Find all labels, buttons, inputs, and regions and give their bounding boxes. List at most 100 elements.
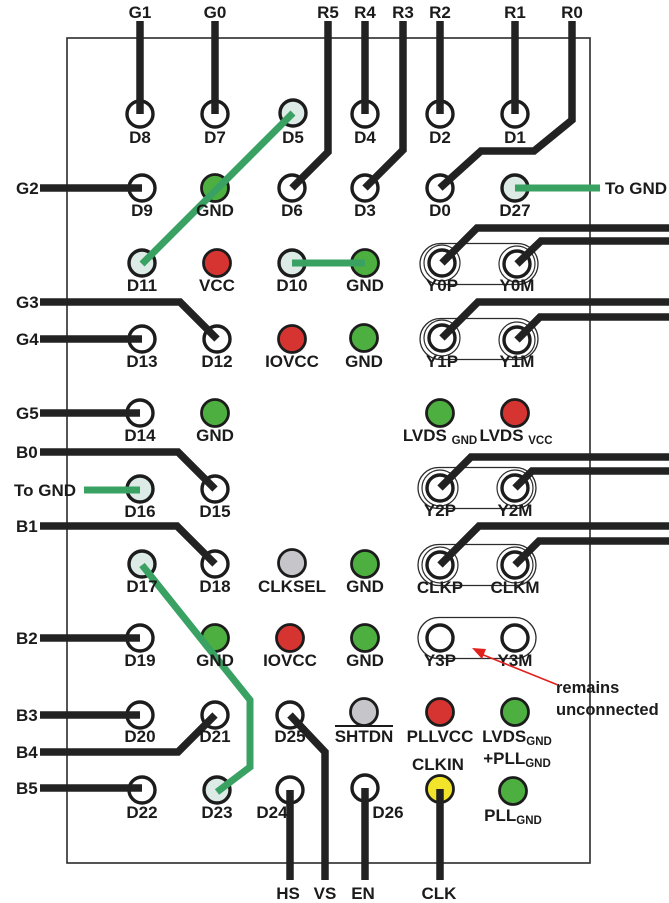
pad-GND-r4 [349,323,379,353]
annotation-text-1: unconnected [556,701,659,719]
trace-b4-to-d21 [40,712,218,756]
pad-label-D17: D17 [126,577,157,596]
pad-label-Y3P: Y3P [424,651,456,670]
left-label-g4: G4 [16,330,39,349]
pad-label-CLKSEL: CLKSEL [258,577,326,596]
pad-label-GND-r7: GND [346,577,384,596]
pad-label-D0: D0 [429,201,451,220]
pad-Y3M [500,623,530,653]
pad-label-D18: D18 [199,577,230,596]
annotation-arrow-line [480,653,559,686]
pad-GND-r5 [200,398,230,428]
top-label-r4: R4 [354,3,376,22]
y0-pair-ring-1 [498,245,536,283]
pad-label-Y0P: Y0P [426,276,458,295]
pad-label-D2: D2 [429,128,451,147]
left-label-b3: B3 [16,706,38,725]
pad-label-D5: D5 [282,128,304,147]
pad-label-Y3M: Y3M [498,651,533,670]
trace-b0-to-d15 [40,448,218,492]
trace-y1m-exit [514,313,669,343]
trace-y0m-exit [514,237,669,267]
left-label-b4: B4 [16,743,38,762]
pad-IOVCC-r8 [275,623,305,653]
left-label-g2: G2 [16,179,39,198]
pad-GND-r8b [350,623,380,653]
pad-label-D15: D15 [199,502,230,521]
top-label-g1: G1 [129,3,152,22]
pad-label-GND-r4: GND [345,352,383,371]
annotation-arrow-head [472,648,486,659]
pad-label-D13: D13 [126,352,157,371]
pad-label-D11: D11 [127,276,157,295]
pad-label-GND-r8a: GND [196,651,234,670]
top-label-r5: R5 [317,3,339,22]
trace-r0-to-d0 [437,21,576,191]
trace-clkp-exit [437,522,669,568]
pad-label-D6: D6 [281,201,303,220]
y1-pair-ring-0 [423,319,461,357]
pad-label-D8: D8 [129,128,151,147]
top-label-r0: R0 [561,3,583,22]
pad-label-PLLVCC: PLLVCC [407,727,474,746]
pad-label-GND-r5: GND [196,426,234,445]
pad-label-Y2M: Y2M [498,501,533,520]
pad-label-D25: D25 [274,727,305,746]
pad-label-D16: D16 [124,502,155,521]
top-label-r2: R2 [429,3,451,22]
pad-label-D4: D4 [354,128,376,147]
pad-label-VCC: VCC [199,276,235,295]
pad-VCC [202,248,232,278]
clk-pair-stadium [417,543,537,587]
pad-label-D1: D1 [504,128,526,147]
y0-pair-ring-0 [423,244,461,282]
pad-label-D12: D12 [201,352,232,371]
pad-label-Y1M: Y1M [500,352,535,371]
pad-label-GND-r3: GND [346,276,384,295]
clk-pair-ring-1 [496,546,534,584]
y2-pair-ring-1 [496,469,534,507]
pad-label-GND-r2: GND [196,201,234,220]
left-label-to-gnd: To GND [14,481,76,500]
pad-label-Y0M: Y0M [500,276,535,295]
pad-label-Y2P: Y2P [424,501,456,520]
pad-label-D23: D23 [201,803,232,822]
pad-label-D24: D24 [256,803,288,822]
bottom-label-vs: VS [314,884,337,903]
pad-label-PLL-GND: PLLGND [484,806,542,827]
clk-pair-ring-0 [421,546,459,584]
trace-r3-to-d3 [362,21,407,191]
pad-label-LVDS-VCC: LVDS VCC [479,426,552,447]
trace-jumper-d17-to-d23 [139,562,254,795]
top-label-g0: G0 [204,3,227,22]
pad-PLL-GND [498,776,528,806]
pad-label-D20: D20 [124,727,155,746]
pad-label-D10: D10 [276,276,307,295]
left-label-g3: G3 [16,293,39,312]
pad-label-D21: D21 [199,727,230,746]
top-label-r1: R1 [504,3,526,22]
pad-label-GND-r8b: GND [346,651,384,670]
y2-pair-stadium [417,466,537,510]
pad-label-CLKP: CLKP [417,578,463,597]
pad-label-LVDSGND-PLLGND: LVDSGND [482,727,552,748]
pad-label-D27: D27 [499,201,530,220]
pad-CLKSEL [277,548,307,578]
pad-label-Y1P: Y1P [426,352,458,371]
y1-pair-ring-1 [498,321,536,359]
pad-GND-r7 [350,549,380,579]
right-label-to-gnd: To GND [605,179,667,198]
trace-g3-to-d12 [40,298,220,342]
bottom-label-hs: HS [276,884,300,903]
trace-clkm-exit [512,537,669,568]
pad-label-D3: D3 [354,201,376,220]
trace-y0p-exit [439,224,669,266]
y3-pair-stadium [417,616,537,660]
trace-d25-to-vs [287,712,329,880]
y2-pair-ring-0 [421,469,459,507]
pad-label-CLKIN: CLKIN [412,755,464,774]
pad-label-SHTDN: SHTDN [335,727,394,746]
y1-pair-stadium [419,317,539,361]
